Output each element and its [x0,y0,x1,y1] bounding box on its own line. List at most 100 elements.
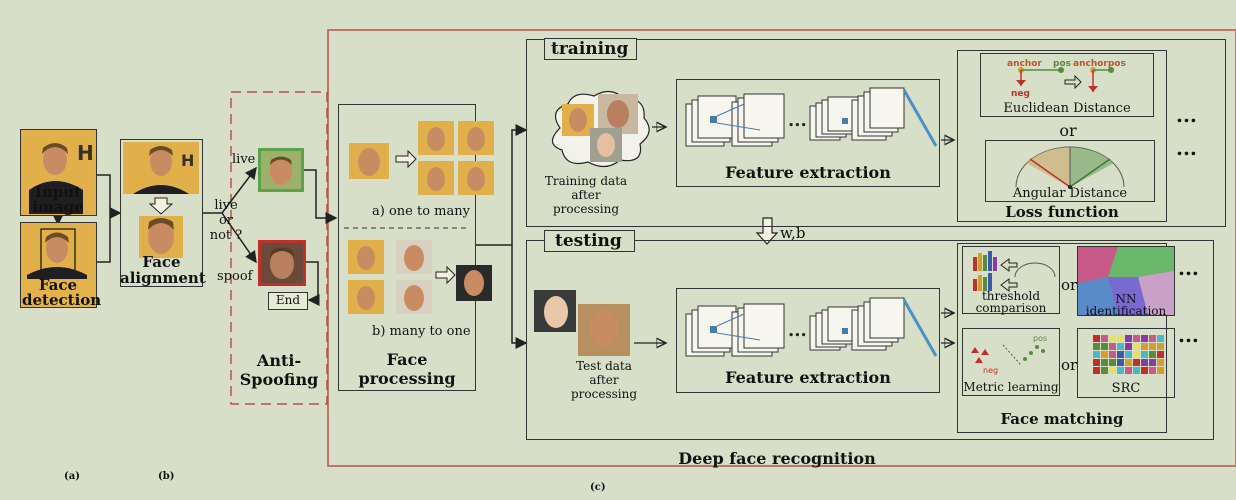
src-cell [1157,367,1164,374]
face-alignment-box: H [120,139,203,287]
feature-extraction-test-box [676,288,940,393]
angular-label: Angular Distance [1012,186,1128,201]
loss-function-box [957,50,1167,222]
metric-learning-box [962,328,1060,396]
face-processing-box [338,104,476,391]
src-cell [1101,351,1108,358]
src-cell [1117,335,1124,342]
euclidean-box [980,53,1154,117]
input-image-box: H [20,129,97,216]
face-alignment-label: Face alignment [120,253,206,287]
src-cell [1117,367,1124,374]
src-cell [1101,367,1108,374]
src-cell [1141,351,1148,358]
triplet-diagram: anchor pos anchorpos neg [1007,59,1126,99]
src-cell [1117,359,1124,366]
anti-spoofing-line-1: Anti- [256,351,302,370]
svg-text:H: H [181,151,194,170]
metric-learning-label: Metric learning [963,380,1059,394]
face-alignment-text: Face alignment [120,253,206,287]
src-cell [1125,359,1132,366]
threshold-box [962,246,1060,314]
cnn-layers-train: ... [685,87,938,147]
face-matching-label: Face matching [1000,410,1124,428]
test-data-photos [534,290,632,356]
metric-learning-plot: pos neg [971,334,1047,375]
ml-pos-tag: pos [1033,334,1047,343]
live-or-not-line-3: not ? [209,228,243,243]
src-cell [1149,343,1156,350]
face-alignment-photos: H [123,142,199,258]
test-data-line-1: Test data [576,359,632,373]
src-cell [1093,335,1100,342]
fp-many-source [348,240,434,316]
src-label: SRC [1111,381,1141,396]
src-cell [1149,351,1156,358]
svg-text:...: ... [788,320,807,341]
deep-face-recognition-frame [327,29,1236,467]
src-cell [1133,367,1140,374]
face-photo: H [21,130,95,214]
src-cell [1109,343,1116,350]
input-image-label: Input image [32,183,84,216]
face-photo [21,223,95,279]
src-cell [1133,335,1140,342]
src-cell [1141,335,1148,342]
src-cell [1101,359,1108,366]
face-processing-line-2: processing [358,369,456,388]
feature-extraction-test-label: Feature extraction [725,368,891,387]
src-cell [1133,359,1140,366]
anchor-tag: anchor [1007,59,1042,69]
testing-tab: testing [544,230,635,252]
src-cell [1093,359,1100,366]
wb-label: w,b [780,224,806,242]
test-data-label: Test data after processing [554,359,654,401]
src-matrix [1093,335,1164,374]
face-processing-line-1: Face [386,350,428,369]
nn-line-2: identification [1085,304,1167,318]
fp-single-result [456,265,492,301]
fp-many-grid [418,121,494,195]
loss-function-label: Loss function [1005,203,1119,221]
src-cell [1149,367,1156,374]
threshold-chart [973,251,1056,292]
dots-train-2: ... [1176,136,1197,160]
src-cell [1109,359,1116,366]
src-cell [1125,351,1132,358]
src-cell [1157,343,1164,350]
deep-face-recognition-label: Deep face recognition [678,449,876,468]
training-tab: training [544,38,637,60]
live-top-label: live [232,152,256,167]
src-cell [1157,335,1164,342]
src-cell [1109,351,1116,358]
threshold-label: threshold comparison [962,290,1060,314]
training-data-label: Training data after processing [536,174,636,216]
anti-spoofing-frame [230,91,328,405]
match-or-2: or [1061,356,1078,374]
src-cell [1109,367,1116,374]
fp-source-face-a [349,143,389,179]
src-cell [1141,367,1148,374]
testing-panel [526,240,1214,440]
test-data-line-2: after [589,373,619,387]
anti-spoofing-label: Anti- Spoofing [236,351,322,389]
face-detection-box [20,222,97,308]
dots-train-1: ... [1176,103,1197,127]
pos-tag: pos [1053,59,1071,69]
ml-neg-tag: neg [983,366,998,375]
live-face [258,148,304,192]
angular-box [985,140,1155,202]
svg-text:...: ... [788,110,807,131]
face-detection-label: Face detection [22,276,102,309]
src-box [1077,328,1175,398]
match-or-1: or [1061,276,1078,294]
src-cell [1133,351,1140,358]
feature-extraction-train-box [676,79,940,187]
src-cell [1141,343,1148,350]
src-cell [1125,343,1132,350]
dots-test-2: ... [1178,323,1199,347]
neg-tag-1: neg [1011,89,1030,99]
svg-text:H: H [77,141,94,165]
dots-test-1: ... [1178,256,1199,280]
